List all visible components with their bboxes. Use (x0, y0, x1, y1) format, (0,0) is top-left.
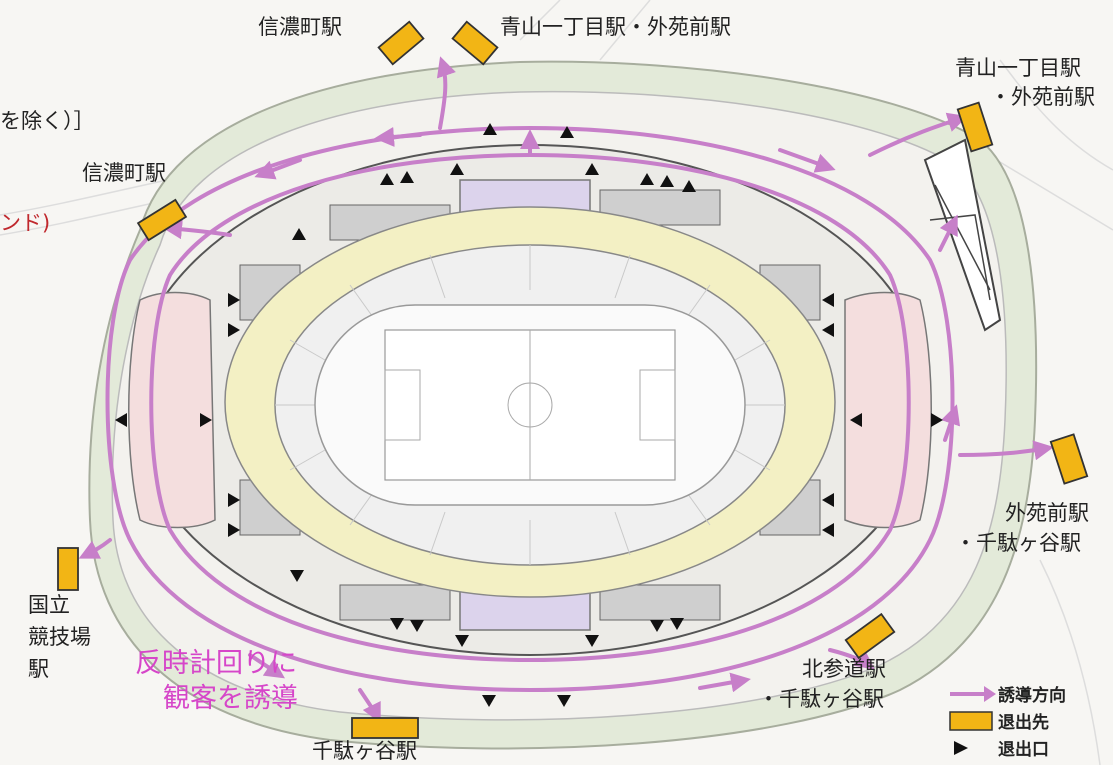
exit-destinations (57, 20, 1089, 739)
exit-destination-aoyama-right (956, 101, 994, 153)
legend-exit-destination-label: 退出先 (998, 713, 1049, 733)
exit-destination-shinanomachi-top (377, 20, 425, 66)
exit-gates (115, 123, 943, 707)
label-kokuritsu-line3: 駅 (28, 657, 49, 681)
legend-exit-gate-label: 退出口 (998, 740, 1049, 760)
label-right-gaienmae-line2: ・千駄ヶ谷駅 (955, 531, 1081, 555)
label-kitasando-line2: ・千駄ヶ谷駅 (758, 687, 884, 711)
label-kitasando-line1: 北参道駅 (802, 657, 886, 681)
label-counterclockwise-line1: 反時計回りに (135, 648, 297, 679)
label-kokuritsu-line1: 国立 (28, 593, 70, 617)
label-left-red-excerpt: ンド) (0, 211, 51, 235)
exit-destination-gaienmae-right (1049, 433, 1089, 485)
field-box-right (639, 369, 676, 441)
legend-row-exit-gate: 退出口 (946, 734, 1111, 761)
field-box-left (384, 369, 421, 441)
exit-destination-shinanomachi-left (136, 198, 188, 242)
label-right-aoyama-line2: ・外苑前駅 (990, 85, 1095, 109)
legend-exit-destination-icon (946, 709, 998, 733)
exit-destination-kokuritsu (57, 547, 79, 591)
legend-direction-label: 誘導方向 (998, 686, 1066, 706)
legend-row-direction: 誘導方向 (946, 680, 1111, 707)
guidance-route (78, 56, 1054, 724)
label-top-shinanomachi: 信濃町駅 (258, 15, 342, 39)
east-rooms (844, 291, 932, 529)
label-left-shinanomachi: 信濃町駅 (82, 161, 166, 185)
annex-building (923, 138, 1002, 332)
label-sendagaya: 千駄ヶ谷駅 (312, 739, 417, 763)
label-left-excerpt: を除く）］ (0, 109, 95, 133)
label-right-gaienmae-line1: 外苑前駅 (1005, 501, 1089, 525)
legend-row-exit-destination: 退出先 (946, 707, 1111, 734)
label-counterclockwise-line2: 観客を誘導 (163, 683, 298, 714)
seating-rays (275, 245, 785, 565)
legend-direction-arrow-icon (946, 682, 998, 706)
west-rooms (128, 291, 216, 529)
label-kokuritsu-line2: 競技場 (28, 625, 91, 649)
legend-exit-gate-icon (946, 736, 998, 760)
map-legend: 誘導方向 退出先 退出口 (946, 680, 1111, 761)
exit-destination-kitasando (844, 612, 896, 660)
label-right-aoyama-line1: 青山一丁目駅 (955, 56, 1081, 80)
exit-destination-sendagaya (351, 717, 419, 739)
exit-destination-aoyama-top (451, 20, 499, 66)
field-center-circle (507, 382, 553, 428)
label-top-aoyama-gaien: 青山一丁目駅・外苑前駅 (500, 15, 731, 39)
